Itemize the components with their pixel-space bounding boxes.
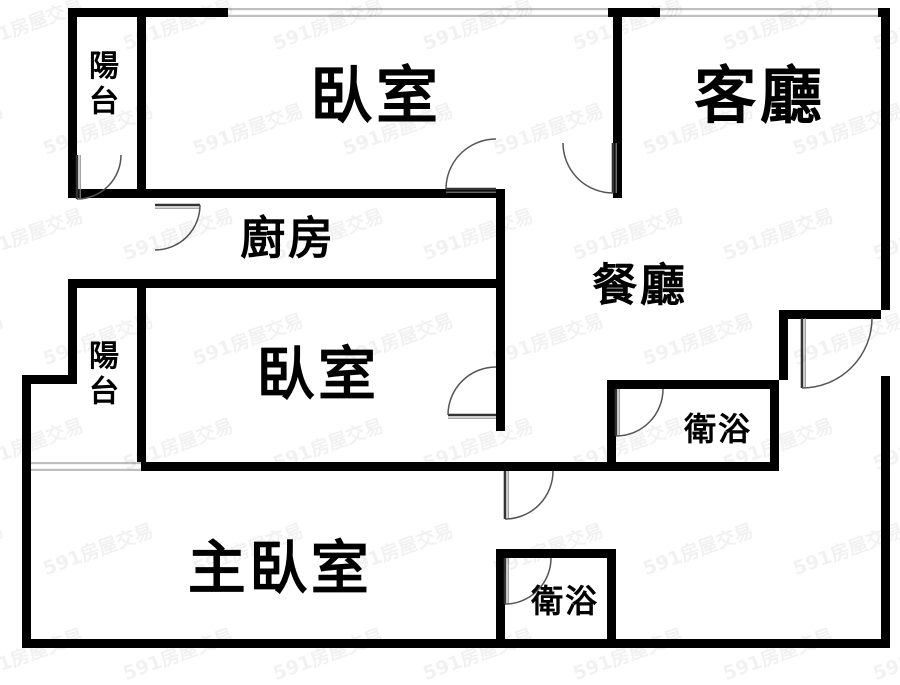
wall-segment xyxy=(22,462,505,471)
wall-segment xyxy=(881,8,890,310)
wall-segment xyxy=(22,375,31,648)
wall-segment xyxy=(779,310,788,380)
wall-segment xyxy=(613,8,622,198)
door xyxy=(75,154,122,200)
door-swing-arc xyxy=(76,154,122,200)
door-swing-arc xyxy=(504,557,552,605)
wall-segment xyxy=(607,380,616,471)
wall-segment xyxy=(137,189,505,198)
room-label-master-bedroom: 主臥室 xyxy=(187,534,373,602)
door xyxy=(503,470,554,520)
windows-group xyxy=(31,8,878,471)
wall-segment xyxy=(68,279,77,377)
room-label-bathroom-lower: 衛浴 xyxy=(531,582,599,620)
door xyxy=(445,138,497,193)
room-label-balcony-middle: 陽台 xyxy=(83,339,118,411)
wall-segment xyxy=(496,549,616,558)
room-label-bedroom-top: 臥室 xyxy=(310,59,442,132)
wall-segment xyxy=(68,279,505,288)
wall-segment xyxy=(770,380,779,470)
doors-group xyxy=(75,138,873,605)
wall-segment xyxy=(68,8,77,198)
door xyxy=(447,366,497,419)
room-label-balcony-top: 陽台 xyxy=(83,49,118,121)
wall-segment xyxy=(505,462,616,471)
door-swing-arc xyxy=(615,388,664,437)
wall-segment xyxy=(68,189,146,198)
door-swing-arc xyxy=(562,142,614,194)
door-swing-arc xyxy=(801,317,873,389)
door-swing-arc xyxy=(504,470,554,520)
wall-segment xyxy=(22,375,77,384)
door xyxy=(503,557,552,605)
window xyxy=(660,8,878,17)
door xyxy=(154,203,201,251)
window xyxy=(31,462,141,471)
wall-segment xyxy=(607,462,779,471)
room-label-bedroom-middle: 臥室 xyxy=(256,340,380,408)
door-swing-arc xyxy=(445,138,497,190)
door xyxy=(614,388,664,437)
room-label-dining-room: 餐廳 xyxy=(592,258,688,312)
door xyxy=(562,142,617,194)
room-label-living-room: 客廳 xyxy=(694,59,826,132)
window xyxy=(228,8,608,17)
wall-segment xyxy=(137,288,146,463)
room-label-bathroom-upper: 衛浴 xyxy=(684,410,752,448)
door-swing-arc xyxy=(154,204,201,251)
door xyxy=(800,317,873,389)
wall-segment xyxy=(137,8,146,198)
wall-segment xyxy=(779,310,881,319)
wall-segment xyxy=(607,380,779,389)
wall-segment xyxy=(881,376,890,648)
room-label-kitchen: 廚房 xyxy=(240,211,336,265)
wall-segment xyxy=(496,189,505,279)
wall-segment xyxy=(607,549,616,643)
wall-segment xyxy=(496,549,505,643)
wall-segment xyxy=(496,288,505,431)
door-swing-arc xyxy=(447,366,497,416)
wall-segment xyxy=(22,639,888,648)
